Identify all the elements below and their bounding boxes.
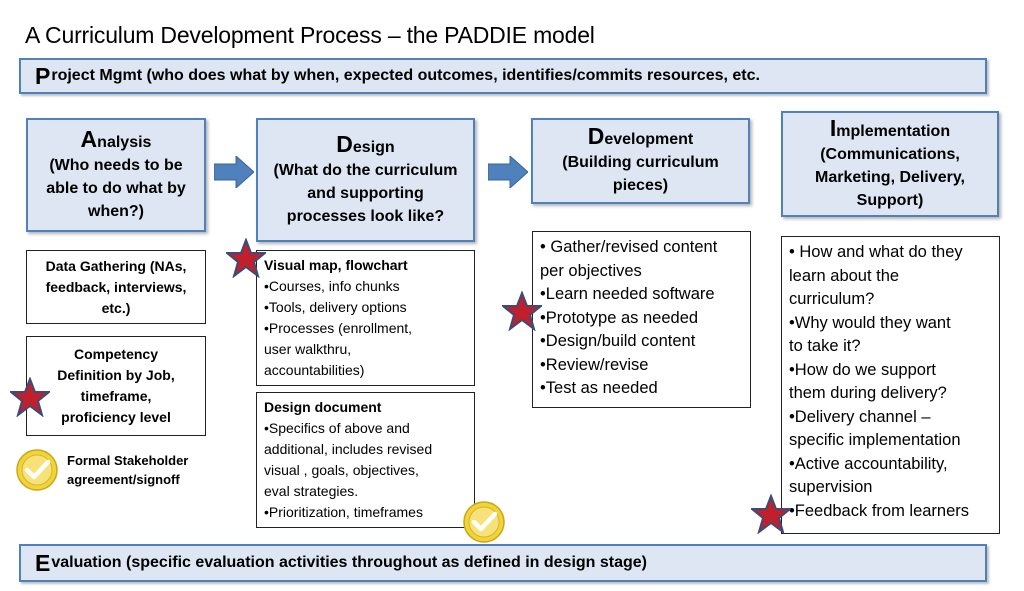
phase-design: Design (What do the curriculum and suppo…	[256, 118, 475, 242]
box-line: •Tools, delivery options	[264, 299, 407, 315]
page-title: A Curriculum Development Process – the P…	[25, 22, 595, 48]
box-line: accountabilities)	[264, 362, 365, 378]
list-item: •Feedback from learners	[789, 501, 970, 520]
box-line: timeframe,	[80, 388, 152, 404]
list-item: •Prototype as needed	[540, 308, 699, 327]
band-text: roject Mgmt (who does what by when, expe…	[51, 67, 760, 84]
phase-initial: D	[587, 123, 605, 149]
list-item: •Test as needed	[540, 379, 658, 397]
development-tasks-box: • Gather/revised content per objectives …	[532, 231, 751, 408]
project-management-band: P roject Mgmt (who does what by when, ex…	[19, 58, 987, 94]
phase-initial: I	[829, 114, 837, 141]
phase-desc-line: and supporting	[307, 184, 424, 202]
box-heading: Visual map, flowchart	[264, 257, 408, 273]
box-line: Definition by Job,	[57, 367, 175, 383]
box-line: eval strategies.	[264, 483, 359, 499]
box-line: •Specifics of above and	[264, 420, 410, 436]
list-item: to take it?	[789, 337, 861, 355]
star-icon	[226, 238, 266, 278]
box-line: proficiency level	[61, 409, 171, 425]
checkmark-icon	[16, 449, 58, 491]
list-item: specific implementation	[789, 431, 961, 449]
phase-desc-line: (What do the curriculum	[273, 161, 458, 179]
competency-definition-box: Competency Definition by Job, timeframe,…	[26, 336, 206, 436]
phase-desc-line: Support)	[856, 191, 924, 209]
list-item: learn about the	[789, 266, 900, 285]
list-item: •Learn needed software	[540, 285, 715, 303]
phase-implementation: Implementation (Communications, Marketin…	[781, 111, 999, 217]
checkmark-icon	[463, 501, 505, 543]
evaluation-band: E valuation (specific evaluation activit…	[19, 544, 987, 582]
right-arrow-icon	[488, 156, 528, 188]
right-arrow-icon	[214, 156, 254, 188]
list-item: •Review/revise	[540, 355, 649, 374]
phase-desc-line: processes look like?	[286, 207, 445, 225]
phase-name: esign	[352, 138, 395, 156]
list-item: • How and what do they	[789, 243, 963, 261]
design-document-box: Design document •Specifics of above and …	[256, 392, 475, 528]
box-line: additional, includes revised	[264, 441, 433, 457]
phase-name: nalysis	[97, 133, 152, 151]
list-item: •Delivery channel –	[789, 407, 931, 426]
list-item: • Gather/revised content	[540, 238, 718, 256]
visual-map-box: Visual map, flowchart •Courses, info chu…	[256, 250, 475, 386]
phase-name: mplementation	[836, 122, 951, 140]
list-item: supervision	[789, 478, 873, 496]
box-line: user walkthru,	[264, 341, 352, 357]
data-gathering-box: Data Gathering (NAs, feedback, interview…	[26, 250, 206, 324]
phase-initial: A	[80, 125, 98, 152]
phase-desc-line: (Communications,	[820, 145, 960, 163]
list-item: •Design/build content	[540, 332, 696, 350]
star-icon	[502, 291, 542, 331]
star-icon	[751, 494, 791, 534]
phase-desc-line: pieces)	[612, 177, 669, 194]
star-icon	[10, 377, 50, 417]
stakeholder-signoff-note: Formal Stakeholder agreement/signoff	[67, 451, 207, 489]
band-text: valuation (specific evaluation activitie…	[51, 554, 648, 571]
note-line: Formal Stakeholder	[67, 453, 189, 468]
phase-desc-line: (Who needs to be	[49, 156, 183, 174]
box-line: feedback, interviews,	[45, 278, 187, 295]
phase-development: Development (Building curriculum pieces)	[531, 118, 750, 204]
box-heading: Design document	[264, 399, 382, 415]
box-line: •Prioritization, timeframes	[264, 504, 423, 520]
box-line: visual , goals, objectives,	[264, 462, 419, 478]
phase-name: evelopment	[604, 131, 694, 148]
phase-initial: D	[336, 130, 353, 157]
phase-analysis: Analysis (Who needs to be able to do wha…	[26, 118, 206, 232]
note-line: agreement/signoff	[67, 472, 180, 487]
phase-desc-line: able to do what by	[46, 179, 186, 197]
phase-desc-line: (Building curriculum	[562, 154, 719, 171]
box-line: etc.)	[101, 299, 131, 316]
phase-desc-line: when?)	[88, 202, 144, 220]
implementation-questions-box: • How and what do they learn about the c…	[781, 236, 1000, 534]
list-item: •How do we support	[789, 360, 937, 379]
list-item: them during delivery?	[789, 384, 947, 402]
box-line: Competency	[73, 346, 159, 362]
list-item: •Active accountability,	[789, 454, 948, 473]
box-line: •Processes (enrollment,	[264, 320, 413, 336]
band-initial: E	[35, 549, 51, 576]
band-initial: P	[35, 62, 51, 89]
box-line: •Courses, info chunks	[264, 278, 400, 294]
list-item: •Why would they want	[789, 313, 951, 332]
list-item: curriculum?	[789, 290, 875, 308]
box-line: Data Gathering (NAs,	[45, 257, 187, 274]
phase-desc-line: Marketing, Delivery,	[815, 168, 965, 186]
list-item: per objectives	[540, 261, 642, 280]
